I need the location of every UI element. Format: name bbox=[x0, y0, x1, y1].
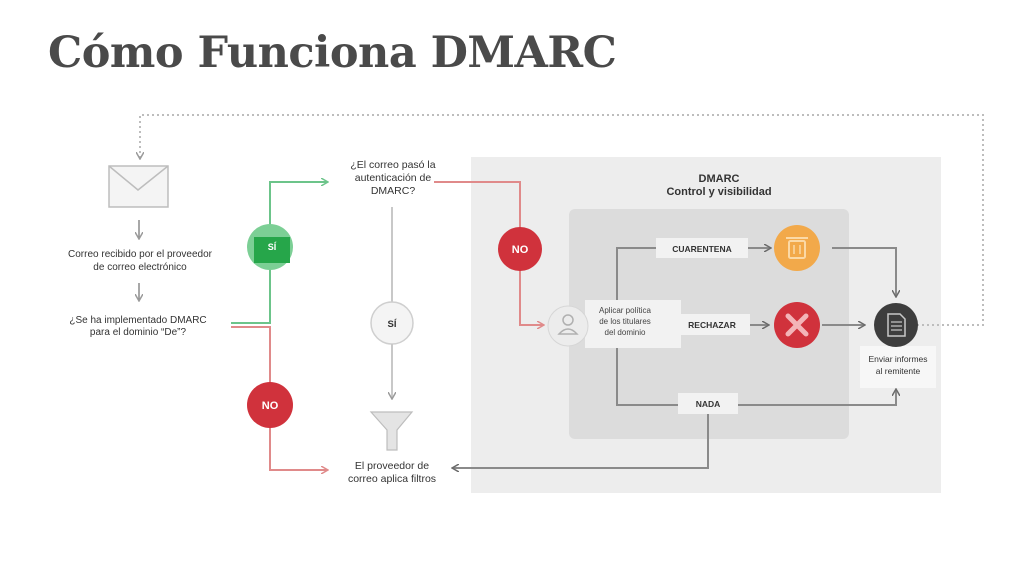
policy-node bbox=[547, 300, 681, 348]
quarantine-label-box bbox=[656, 238, 748, 258]
filters-line-2: correo aplica filtros bbox=[348, 473, 436, 485]
none-to-filters-line bbox=[453, 405, 709, 468]
slide-title: Cómo Funciona DMARC bbox=[48, 28, 617, 78]
quarantine-to-report-line bbox=[832, 247, 896, 296]
question-line-2: para el dominio “De”? bbox=[90, 327, 187, 338]
dmarc-box-subtitle: Control y visibilidad bbox=[666, 186, 771, 198]
filters-line-1: El proveedor de bbox=[355, 460, 429, 472]
policy-line-2: de los titulares bbox=[599, 317, 651, 326]
no-right-node: NO bbox=[498, 227, 542, 271]
report-loop-line bbox=[140, 114, 984, 326]
yes-center-label: SÍ bbox=[388, 319, 397, 330]
reject-x-icon bbox=[774, 302, 820, 348]
auth-question-line-2: autenticación de bbox=[355, 172, 432, 184]
reject-label-box bbox=[674, 314, 750, 335]
policy-line-3: del dominio bbox=[605, 328, 646, 337]
no-left-node: NO bbox=[247, 382, 293, 428]
none-label: NADA bbox=[696, 399, 721, 409]
quarantine-label: CUARENTENA bbox=[672, 244, 732, 254]
no-right-label: NO bbox=[512, 244, 529, 256]
report-line-2: al remitente bbox=[876, 366, 921, 376]
report-node bbox=[860, 303, 936, 388]
none-route-line bbox=[616, 348, 896, 406]
trash-icon bbox=[774, 225, 820, 271]
reject-label: RECHAZAR bbox=[688, 320, 736, 330]
auth-question-line-1: ¿El correo pasó la bbox=[350, 159, 435, 171]
policy-line-1: Aplicar política bbox=[599, 306, 652, 315]
question-line-1: ¿Se ha implementado DMARC bbox=[69, 315, 206, 326]
yes-left-node: SÍ bbox=[247, 224, 293, 270]
none-label-box bbox=[678, 393, 738, 414]
document-icon bbox=[887, 313, 906, 337]
auth-question-line-3: DMARC? bbox=[371, 185, 415, 197]
report-line-1: Enviar informes bbox=[868, 354, 927, 364]
user-icon bbox=[557, 314, 579, 335]
no-left-label: NO bbox=[262, 400, 279, 412]
funnel-icon bbox=[369, 411, 414, 451]
yes-left-label: SÍ bbox=[268, 242, 277, 252]
yes-center-node: SÍ bbox=[370, 301, 414, 345]
envelope-icon bbox=[108, 165, 169, 208]
dmarc-box-title: DMARC bbox=[699, 173, 740, 185]
received-line-2: de correo electrónico bbox=[93, 262, 187, 273]
received-line-1: Correo recibido por el proveedor bbox=[68, 249, 213, 260]
